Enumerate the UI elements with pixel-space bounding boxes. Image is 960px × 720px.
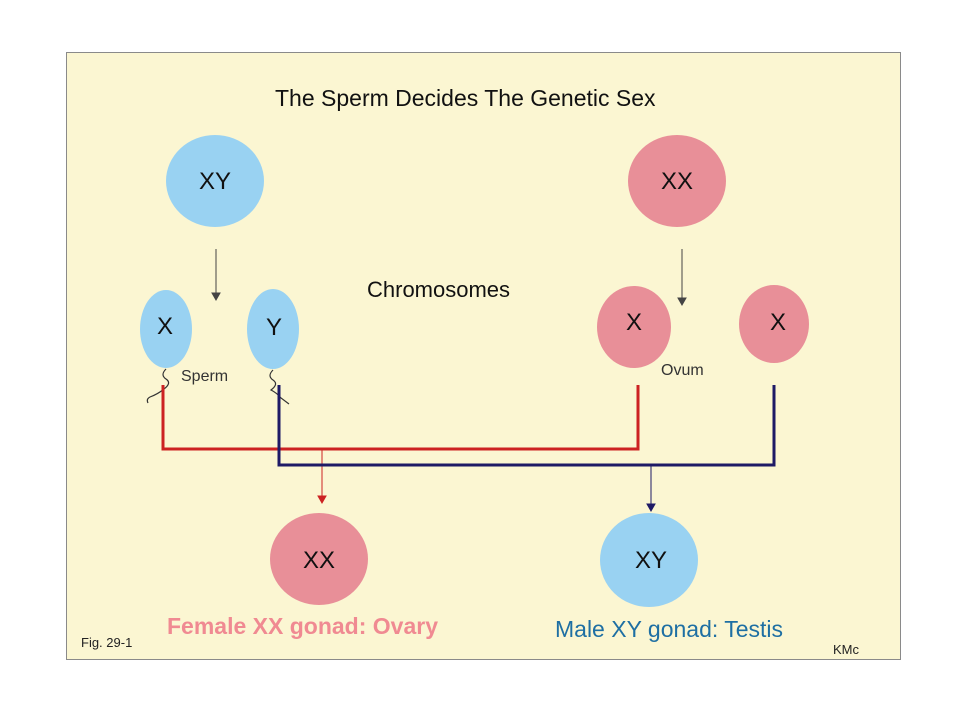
ovum-cell-x-1 — [597, 286, 671, 368]
navy-pathway-line — [277, 385, 776, 467]
chromosomes-label: Chromosomes — [367, 277, 511, 302]
diagram-title: The Sperm Decides The Genetic Sex — [275, 85, 656, 111]
female-caption: Female XX gonad: Ovary — [167, 613, 438, 639]
ovum-x-label-1: X — [625, 309, 643, 336]
diagram-panel: The Sperm Decides The Genetic Sex Chromo… — [66, 52, 901, 660]
female-meiosis-arrow — [677, 249, 687, 307]
male-offspring-cell — [600, 513, 698, 607]
credit-label: KMc — [833, 642, 859, 657]
female-offspring-cell — [270, 513, 368, 605]
male-parent-cell — [166, 135, 264, 227]
sperm-tail-y — [269, 369, 290, 405]
sperm-cell-x — [140, 290, 192, 368]
red-pathway-line — [161, 385, 640, 451]
diagram-canvas — [140, 135, 809, 607]
female-offspring-label: XX — [302, 547, 336, 574]
ovum-cell-x-2 — [739, 285, 809, 363]
sperm-y-label: Y — [265, 314, 283, 341]
figure-id: Fig. 29-1 — [81, 635, 133, 650]
male-offspring-arrow — [646, 465, 656, 513]
male-meiosis-arrow — [211, 249, 221, 302]
sperm-tail-x — [146, 368, 170, 404]
ovum-x-label-2: X — [769, 309, 787, 336]
male-caption: Male XY gonad: Testis — [555, 616, 784, 642]
male-parent-label: XY — [198, 168, 232, 195]
sperm-cell-y — [247, 289, 299, 369]
male-offspring-label: XY — [634, 547, 668, 574]
sperm-label: Sperm — [181, 368, 229, 385]
sperm-x-label: X — [156, 313, 174, 340]
female-parent-cell — [628, 135, 726, 227]
female-parent-label: XX — [660, 168, 694, 195]
ovum-label: Ovum — [661, 362, 704, 379]
female-offspring-arrow — [317, 449, 327, 505]
